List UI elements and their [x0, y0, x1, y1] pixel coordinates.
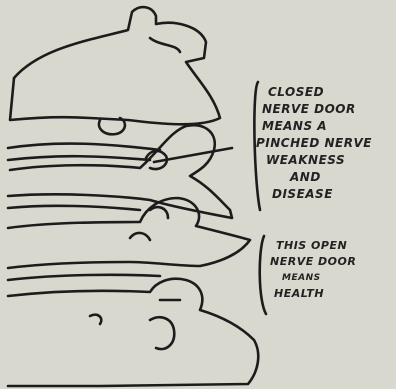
open-nerve-door-label: THIS OPEN NERVE DOOR MEANS HEALTH — [270, 238, 356, 302]
closed-label-line-3: MEANS A — [262, 118, 372, 135]
closed-label-line-4: PINCHED NERVE — [256, 135, 372, 152]
closed-label-line-6: AND — [262, 169, 372, 186]
disc-1 — [8, 144, 160, 150]
open-label-bracket — [260, 236, 266, 314]
closed-label-line-1: CLOSED — [262, 84, 372, 101]
vertebra-2 — [8, 125, 232, 218]
open-label-line-1: THIS OPEN — [270, 238, 356, 254]
vertebra-4 — [8, 279, 258, 386]
open-label-line-4: HEALTH — [270, 286, 356, 302]
closed-nerve-door-label: CLOSED NERVE DOOR MEANS A PINCHED NERVE … — [262, 84, 372, 203]
disc-2 — [8, 206, 140, 210]
open-label-line-3: MEANS — [270, 270, 356, 286]
closed-label-line-7: DISEASE — [262, 186, 372, 203]
vertebra-1 — [10, 7, 220, 124]
closed-label-line-2: NERVE DOOR — [262, 101, 372, 118]
closed-label-line-5: WEAKNESS — [262, 152, 372, 169]
open-label-line-2: NERVE DOOR — [270, 254, 356, 270]
disc-3 — [8, 275, 160, 280]
